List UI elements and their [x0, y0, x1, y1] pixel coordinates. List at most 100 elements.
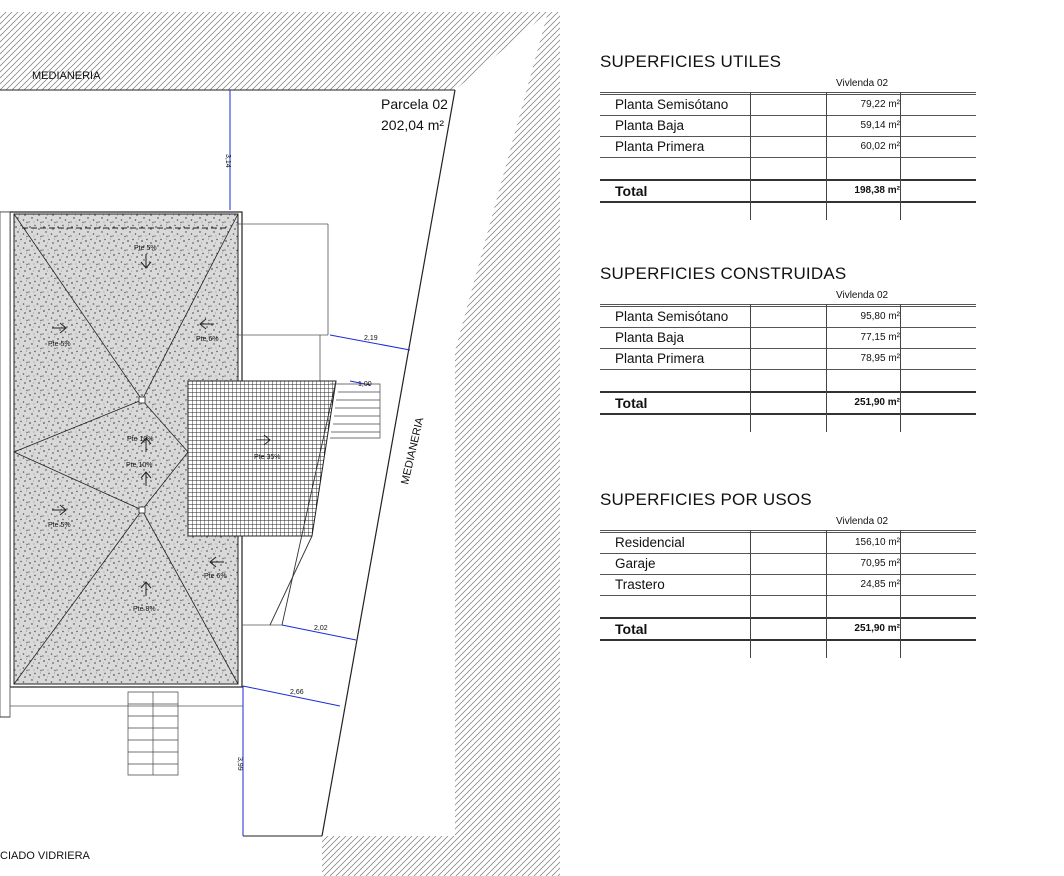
- wall-diagonal-a: [281, 380, 337, 626]
- grid-line: [600, 304, 976, 305]
- row-value: 24,85 m²: [860, 579, 900, 590]
- grid-line: [600, 532, 976, 533]
- grid-line: [600, 369, 976, 370]
- grid-column-line: [900, 530, 901, 658]
- table-title: SUPERFICIES CONSTRUIDAS: [600, 264, 847, 283]
- dimension-line-5: [242, 685, 341, 707]
- slope-arrows: [52, 254, 271, 596]
- grid-line: [600, 413, 976, 415]
- grid-line: [600, 639, 976, 641]
- slope-label-left-up: Pte 5%: [48, 341, 71, 348]
- total-label: Total: [615, 621, 648, 637]
- grid-line: [600, 201, 976, 203]
- medianera-hatch-top: [0, 12, 548, 90]
- grid-column-line: [826, 304, 827, 432]
- ridge-node-bottom: [138, 506, 146, 514]
- roof-plan-drawing: MEDIANERIA MEDIANERIA CIADO VIDRIERA Par…: [0, 12, 560, 876]
- total-value: 198,38 m²: [854, 185, 900, 196]
- grid-line: [600, 574, 976, 575]
- grid-line: [600, 617, 976, 619]
- stairs-bottom: [127, 691, 179, 776]
- grid-column-line: [900, 92, 901, 220]
- table-total-row: Total 251,90 m²: [600, 392, 976, 413]
- grid-line: [600, 179, 976, 181]
- dimension-line-2: [329, 334, 411, 351]
- row-value: 70,95 m²: [860, 558, 900, 569]
- row-label: Planta Baja: [615, 118, 685, 133]
- dimension-label-5: 2,66: [290, 689, 304, 696]
- dimension-label-3: 1,00: [358, 381, 372, 388]
- row-label: Planta Primera: [615, 351, 705, 366]
- row-label: Planta Primera: [615, 139, 705, 154]
- roof-ridges: [13, 213, 239, 685]
- ridge-node-top: [138, 396, 146, 404]
- table-title: SUPERFICIES POR USOS: [600, 490, 812, 509]
- slope-label-top: Pte 5%: [134, 245, 157, 252]
- row-value: 95,80 m²: [860, 311, 900, 322]
- grid-line: [600, 348, 976, 349]
- row-label: Planta Semisótano: [615, 309, 729, 324]
- grid-line: [600, 94, 976, 95]
- grid-column-line: [826, 92, 827, 220]
- total-label: Total: [615, 183, 648, 199]
- grid-column-line: [750, 92, 751, 220]
- table-column-header: Vivlenda 02: [836, 78, 889, 89]
- grid-line: [600, 136, 976, 137]
- total-value: 251,90 m²: [854, 623, 900, 634]
- grid-column-line: [826, 530, 827, 658]
- row-label: Garaje: [615, 556, 656, 571]
- total-value: 251,90 m²: [854, 397, 900, 408]
- row-value: 156,10 m²: [854, 537, 900, 548]
- dimension-line-4: [281, 624, 357, 641]
- row-label: Trastero: [615, 577, 665, 592]
- row-label: Residencial: [615, 535, 685, 550]
- row-value: 79,22 m²: [860, 99, 900, 110]
- wall-diagonal-b: [269, 535, 313, 626]
- table-row: Garaje 70,95 m²: [600, 553, 976, 574]
- grid-line: [600, 157, 976, 158]
- grid-line: [600, 391, 976, 393]
- slope-label-center-a: Pte 10%: [127, 436, 153, 443]
- dimension-label-4: 2,02: [314, 625, 328, 632]
- table-row: Planta Baja 77,15 m²: [600, 327, 976, 348]
- bottom-street-label: CIADO VIDRIERA: [0, 850, 91, 862]
- grid-column-line: [750, 530, 751, 658]
- grid-line: [600, 595, 976, 596]
- dimension-label-6: 3,99: [236, 757, 243, 771]
- row-label: Planta Semisótano: [615, 97, 729, 112]
- dimension-label-2: 2,19: [364, 335, 378, 342]
- table-total-row: Total 251,90 m²: [600, 618, 976, 639]
- table-row: Planta Primera 60,02 m²: [600, 136, 976, 157]
- slope-label-bottom: Pte 8%: [133, 606, 156, 613]
- plot-edge-diagonal: [321, 89, 456, 837]
- row-value: 77,15 m²: [860, 332, 900, 343]
- dimension-label-1: 3,14: [224, 154, 231, 168]
- grid-column-line: [750, 304, 751, 432]
- table-row: Residencial 156,10 m²: [600, 532, 976, 553]
- row-label: Planta Baja: [615, 330, 685, 345]
- grid-line: [600, 530, 976, 531]
- grid-line: [600, 327, 976, 328]
- table-row: Planta Baja 59,14 m²: [600, 115, 976, 136]
- table-total-row: Total 198,38 m²: [600, 180, 976, 201]
- table-row: Planta Primera 78,95 m²: [600, 348, 976, 369]
- table-row: Trastero 24,85 m²: [600, 574, 976, 595]
- grid-line: [600, 553, 976, 554]
- table-title: SUPERFICIES UTILES: [600, 52, 782, 71]
- slope-label-right-up: Pte 6%: [196, 336, 219, 343]
- parcela-area: 202,04 m²: [381, 117, 444, 133]
- slope-label-right-low: Pte 6%: [204, 573, 227, 580]
- medianera-top-label: MEDIANERIA: [32, 70, 101, 82]
- parcela-name: Parcela 02: [381, 96, 448, 112]
- table-row: Planta Semisótano 95,80 m²: [600, 306, 976, 327]
- left-wall-strip: [0, 211, 11, 718]
- grid-column-line: [900, 304, 901, 432]
- grid-line: [600, 92, 976, 93]
- table-column-header: Vivlenda 02: [836, 290, 889, 301]
- table-row: Planta Semisótano 79,22 m²: [600, 94, 976, 115]
- grid-line: [600, 115, 976, 116]
- row-value: 59,14 m²: [860, 120, 900, 131]
- stairs-right: [330, 383, 381, 439]
- slope-label-left-low: Pte 5%: [48, 522, 71, 529]
